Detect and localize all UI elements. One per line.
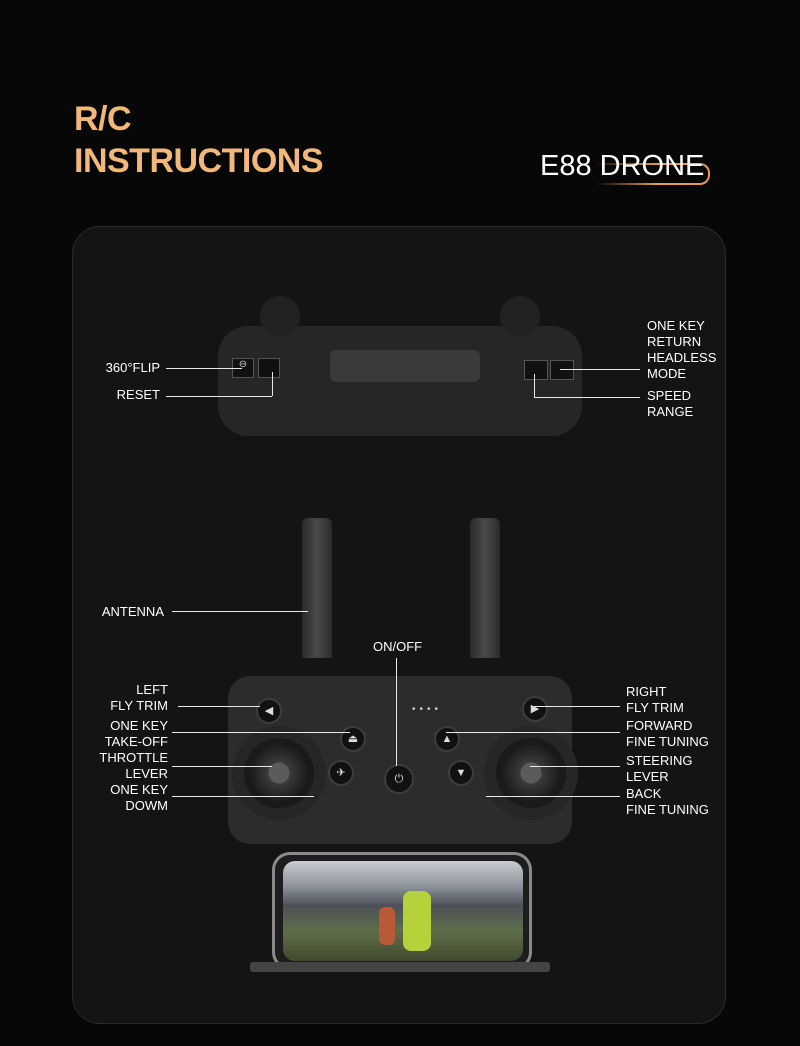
right-trim-button[interactable]: ▶ <box>522 696 548 722</box>
leader-speed-range <box>534 397 640 398</box>
label-reset: RESET <box>116 387 160 402</box>
label-return-headless: ONE KEY RETURN HEADLESS MODE <box>647 318 717 381</box>
right-shoulder-stick <box>500 296 540 336</box>
leader-down <box>172 796 314 797</box>
phone-tray <box>250 962 550 972</box>
right-antenna <box>470 518 500 658</box>
title-line-2: INSTRUCTIONS <box>74 142 324 180</box>
leader-return-headless <box>560 369 640 370</box>
label-throttle: THROTTLE LEVER <box>99 750 168 781</box>
leader-takeoff <box>172 732 350 733</box>
leader-antenna <box>172 611 308 612</box>
label-takeoff: ONE KEY TAKE-OFF <box>104 718 168 749</box>
leader-forward <box>446 732 620 733</box>
leader-steering <box>530 766 620 767</box>
hiker-orange <box>379 907 395 945</box>
label-left-fly-trim: LEFT FLY TRIM <box>110 682 168 713</box>
forward-trim-button[interactable]: ▲ <box>434 726 460 752</box>
leader-left-trim <box>178 706 260 707</box>
reset-button[interactable] <box>258 358 280 378</box>
label-on-off: ON/OFF <box>373 639 423 654</box>
phone-image <box>272 852 532 970</box>
takeoff-button[interactable]: ⏏ <box>340 726 366 752</box>
label-speed-range: SPEED RANGE <box>647 388 694 419</box>
leader-reset-vertical <box>272 372 273 396</box>
label-forward-tuning: FORWARD FINE TUNING <box>626 718 709 749</box>
title-line-1: R/C <box>74 100 132 138</box>
leader-throttle <box>172 766 272 767</box>
land-button[interactable]: ✈ <box>328 760 354 786</box>
headless-button[interactable] <box>524 360 548 380</box>
label-back-tuning: BACK FINE TUNING <box>626 786 709 817</box>
label-one-key-down: ONE KEY DOWM <box>110 782 168 813</box>
phone-screen <box>283 861 523 961</box>
left-shoulder-stick <box>260 296 300 336</box>
phone-clamp-top <box>330 350 480 382</box>
label-antenna: ANTENNA <box>101 604 164 619</box>
power-button[interactable]: ⏻ <box>384 764 414 794</box>
product-name: E88 DRONE <box>540 150 705 182</box>
left-antenna <box>302 518 332 658</box>
throttle-stick[interactable] <box>244 738 314 808</box>
leader-back <box>486 796 620 797</box>
leader-reset <box>166 396 272 397</box>
leader-speed-vertical <box>534 374 535 397</box>
steering-stick[interactable] <box>496 738 566 808</box>
back-trim-button[interactable]: ▼ <box>448 760 474 786</box>
label-steering: STEERING LEVER <box>626 753 693 784</box>
label-right-fly-trim: RIGHT FLY TRIM <box>626 684 684 715</box>
leader-360-flip <box>166 368 242 369</box>
leader-on-off <box>396 658 397 766</box>
power-indicator-dots: •••• <box>412 704 443 715</box>
return-button[interactable] <box>550 360 574 380</box>
brand-underline-fade <box>596 163 656 185</box>
label-360-flip: 360°FLIP <box>105 360 160 375</box>
hiker-green <box>403 891 431 951</box>
leader-right-trim <box>534 706 620 707</box>
left-trim-button[interactable]: ◀ <box>256 698 282 724</box>
